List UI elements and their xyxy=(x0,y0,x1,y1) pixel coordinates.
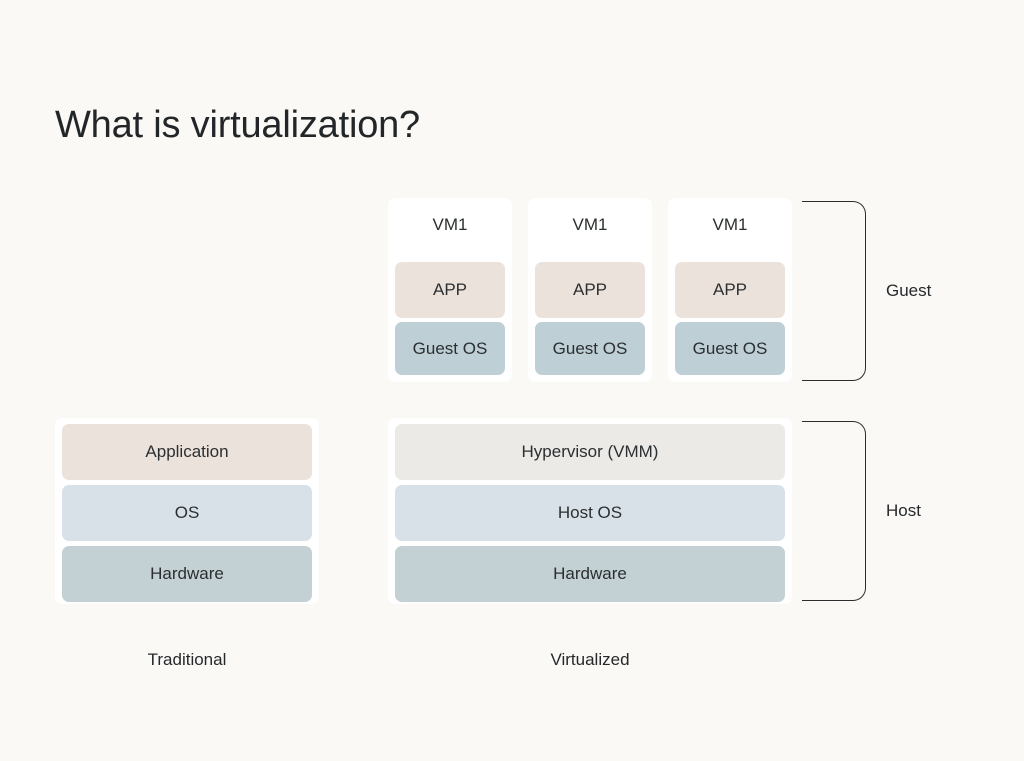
vm-app-layer: APP xyxy=(535,262,645,318)
vm-guest-os-layer: Guest OS xyxy=(395,322,505,375)
host-bracket xyxy=(802,421,866,601)
vm-app-layer: APP xyxy=(675,262,785,318)
traditional-layer-application: Application xyxy=(62,424,312,480)
caption-traditional: Traditional xyxy=(147,650,227,669)
vm-card-3: VM1 APP Guest OS xyxy=(668,198,792,382)
vm-app-layer: APP xyxy=(395,262,505,318)
vm-card-1: VM1 APP Guest OS xyxy=(388,198,512,382)
guest-bracket-label: Guest xyxy=(886,281,932,300)
guest-bracket xyxy=(802,201,866,381)
virtualized-stack: Hypervisor (VMM) Host OS Hardware xyxy=(388,418,792,604)
page-title: What is virtualization? xyxy=(55,104,420,146)
vm-card-title: VM1 xyxy=(712,215,748,234)
vm-card-2: VM1 APP Guest OS xyxy=(528,198,652,382)
host-bracket-label: Host xyxy=(886,501,921,520)
virtualized-layer-host-os: Host OS xyxy=(395,485,785,541)
vm-guest-os-layer: Guest OS xyxy=(675,322,785,375)
traditional-layer-hardware: Hardware xyxy=(62,546,312,602)
caption-virtualized: Virtualized xyxy=(550,650,630,669)
traditional-layer-os: OS xyxy=(62,485,312,541)
virtualized-layer-hypervisor: Hypervisor (VMM) xyxy=(395,424,785,480)
traditional-stack: Application OS Hardware xyxy=(55,418,319,604)
vm-card-title: VM1 xyxy=(572,215,608,234)
vm-card-title: VM1 xyxy=(432,215,468,234)
vm-guest-os-layer: Guest OS xyxy=(535,322,645,375)
virtualized-layer-hardware: Hardware xyxy=(395,546,785,602)
